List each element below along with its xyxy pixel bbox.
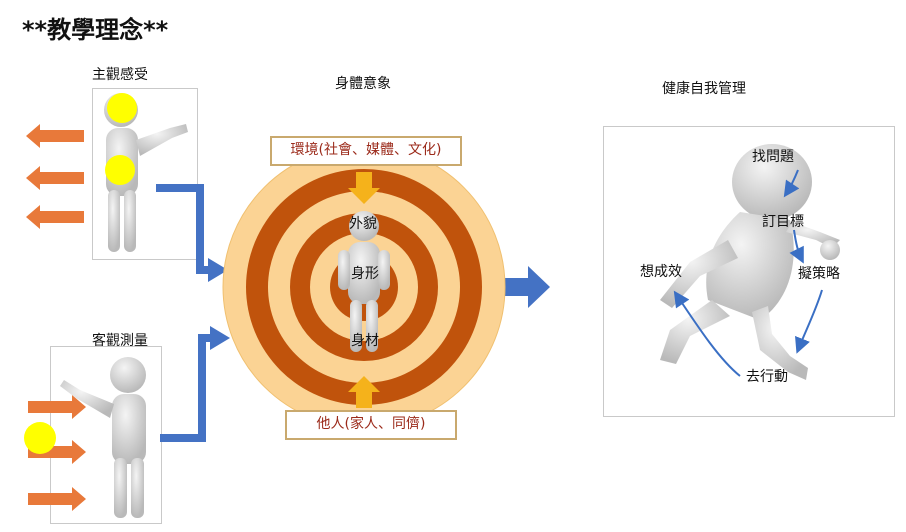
page-title: **教學理念** (22, 16, 169, 44)
step-find-problem: 找問題 (752, 149, 794, 165)
objective-measure-label: 客觀測量 (92, 333, 148, 349)
step-reflect-outcome: 想成效 (640, 264, 682, 280)
step-set-goal: 訂目標 (762, 214, 804, 230)
head-highlight-circle (107, 93, 137, 123)
center-person-figure (338, 211, 390, 352)
ring-label-appearance: 外貌 (349, 216, 377, 232)
step-take-action: 去行動 (746, 369, 788, 385)
to-management-arrow (504, 266, 550, 308)
hand-highlight-circle (24, 422, 56, 454)
others-context-box: 他人(家人、同儕) (285, 410, 457, 440)
health-self-management-heading: 健康自我管理 (662, 81, 746, 97)
body-image-heading: 身體意象 (335, 76, 391, 92)
ring-label-body-figure: 身材 (351, 333, 379, 349)
environment-context-box: 環境(社會、媒體、文化) (270, 136, 462, 166)
subjective-output-arrows (26, 124, 84, 229)
blue-connector-arrows (156, 184, 550, 442)
objective-person-figure (24, 357, 146, 518)
subjective-person-figure (104, 93, 188, 252)
ring-label-body-shape: 身形 (351, 266, 379, 282)
objective-input-arrows (28, 395, 86, 511)
running-person-figure (660, 144, 840, 380)
subjective-feeling-label: 主觀感受 (92, 67, 148, 83)
management-cycle-arrows (673, 169, 823, 377)
step-plan-strategy: 擬策略 (798, 266, 840, 282)
body-highlight-circle (105, 155, 135, 185)
context-arrows (348, 172, 380, 408)
